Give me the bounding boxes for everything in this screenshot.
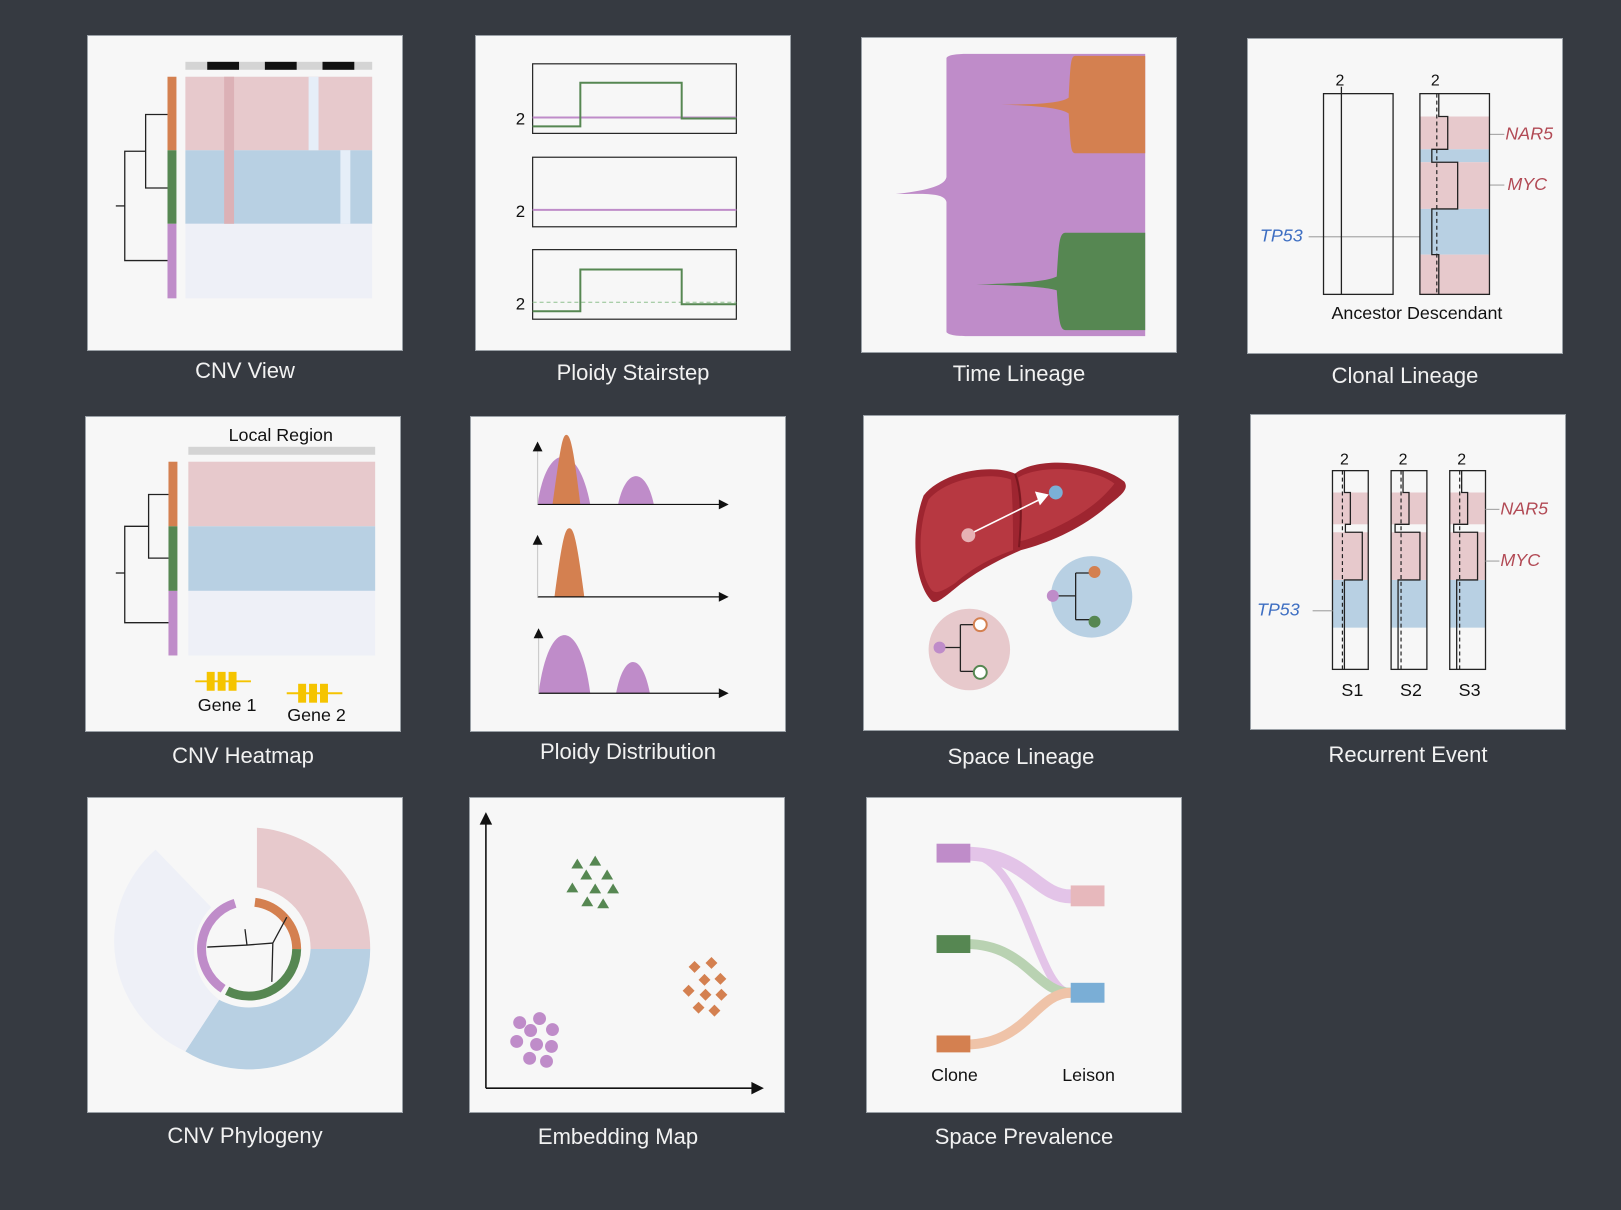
- stairstep-ploidy-label-1: 2: [516, 109, 525, 128]
- heatmap-region-label: Local Region: [229, 425, 333, 445]
- cluster-purple-circles: [510, 1012, 559, 1068]
- recurrent-gene-nar5: NAR5: [1500, 498, 1548, 518]
- stairstep-ploidy-label-3: 2: [516, 294, 525, 313]
- recurrent-sample-s2: S2: [1400, 680, 1422, 700]
- space-lineage-caption: Space Lineage: [947, 744, 1095, 769]
- ploidy-stairstep-figure: 2 2 2: [516, 63, 737, 320]
- sample-s2-track: [1390, 469, 1428, 671]
- space-lineage-panel: [863, 415, 1179, 731]
- cnv-phylogeny-figure: [114, 827, 371, 1070]
- cnv-heatmap-caption: CNV Heatmap: [172, 743, 314, 768]
- ploidy-distribution-figure: [532, 434, 729, 699]
- space-prevalence-panel: Clone Leison: [866, 797, 1182, 1113]
- recurrent-gene-tp53: TP53: [1257, 600, 1300, 620]
- clonal-lineage-caption: Clonal Lineage: [1331, 363, 1479, 388]
- clonal-gene-nar5: NAR5: [1505, 123, 1553, 143]
- space-prevalence-figure: Clone Leison: [931, 843, 1115, 1085]
- ploidy-distribution-panel: [470, 416, 786, 732]
- space-lineage-tree-bubble-blue: [1050, 556, 1133, 638]
- recurrent-event-panel: 2 2 2 NAR5 MYC TP53 S1 S2 S3: [1250, 414, 1566, 730]
- cnv-phylogeny-panel: [87, 797, 403, 1113]
- cnv-phylogeny-caption: CNV Phylogeny: [167, 1123, 323, 1148]
- cnv-heatmap-figure: Local Region Gene 1 Gene 2: [115, 425, 376, 725]
- clonal-gene-myc: MYC: [1507, 174, 1547, 194]
- sample-s3-track: [1449, 469, 1487, 671]
- recurrent-sample-s3: S3: [1459, 680, 1481, 700]
- clonal-lineage-panel: 2 2 NAR5 MYC TP53 Ancestor Descendant: [1247, 38, 1563, 354]
- clonal-gene-tp53: TP53: [1260, 226, 1303, 246]
- sample-s1-track: [1331, 469, 1369, 671]
- time-lineage-panel: [861, 37, 1177, 353]
- space-prevalence-caption: Space Prevalence: [934, 1124, 1114, 1149]
- gene-1-marker: [195, 671, 251, 691]
- cnv-view-figure: [115, 61, 373, 299]
- gene-2-marker: [286, 683, 343, 703]
- clonal-ploidy-ancestor: 2: [1335, 73, 1344, 90]
- recurrent-event-caption: Recurrent Event: [1328, 742, 1488, 767]
- embedding-map-figure: [479, 812, 764, 1095]
- ploidy-stairstep-caption: Ploidy Stairstep: [556, 360, 710, 385]
- cnv-view-panel: [87, 35, 403, 351]
- stairstep-ploidy-label-2: 2: [516, 202, 525, 221]
- time-lineage-caption: Time Lineage: [952, 361, 1086, 386]
- recurrent-event-figure: 2 2 2 NAR5 MYC TP53 S1 S2 S3: [1257, 452, 1548, 701]
- recurrent-ploidy-s2: 2: [1399, 452, 1408, 469]
- cnv-view-caption: CNV View: [195, 358, 295, 383]
- embedding-map-panel: [469, 797, 785, 1113]
- space-prevalence-clone-label: Clone: [931, 1065, 978, 1085]
- recurrent-gene-myc: MYC: [1500, 550, 1540, 570]
- space-lineage-tree-bubble-pink: [928, 608, 1011, 691]
- ploidy-stairstep-panel: 2 2 2: [475, 35, 791, 351]
- cluster-green-triangles: [566, 855, 620, 909]
- embedding-map-caption: Embedding Map: [537, 1124, 699, 1149]
- cluster-orange-diamonds: [682, 956, 728, 1017]
- clonal-ploidy-descendant: 2: [1431, 73, 1440, 90]
- gene-2-label: Gene 2: [287, 705, 346, 725]
- ploidy-distribution-caption: Ploidy Distribution: [539, 739, 717, 764]
- clonal-axis-label: Ancestor Descendant: [1331, 303, 1502, 323]
- space-lineage-figure: [915, 462, 1133, 691]
- recurrent-ploidy-s1: 2: [1340, 452, 1349, 469]
- gene-1-label: Gene 1: [198, 695, 257, 715]
- cnv-heatmap-panel: Local Region Gene 1 Gene 2: [85, 416, 401, 732]
- time-lineage-figure: [895, 53, 1146, 337]
- space-prevalence-lesion-label: Leison: [1062, 1065, 1115, 1085]
- recurrent-sample-s1: S1: [1341, 680, 1363, 700]
- clonal-lineage-figure: 2 2 NAR5 MYC TP53 Ancestor Descendant: [1260, 73, 1553, 324]
- recurrent-ploidy-s3: 2: [1457, 452, 1466, 469]
